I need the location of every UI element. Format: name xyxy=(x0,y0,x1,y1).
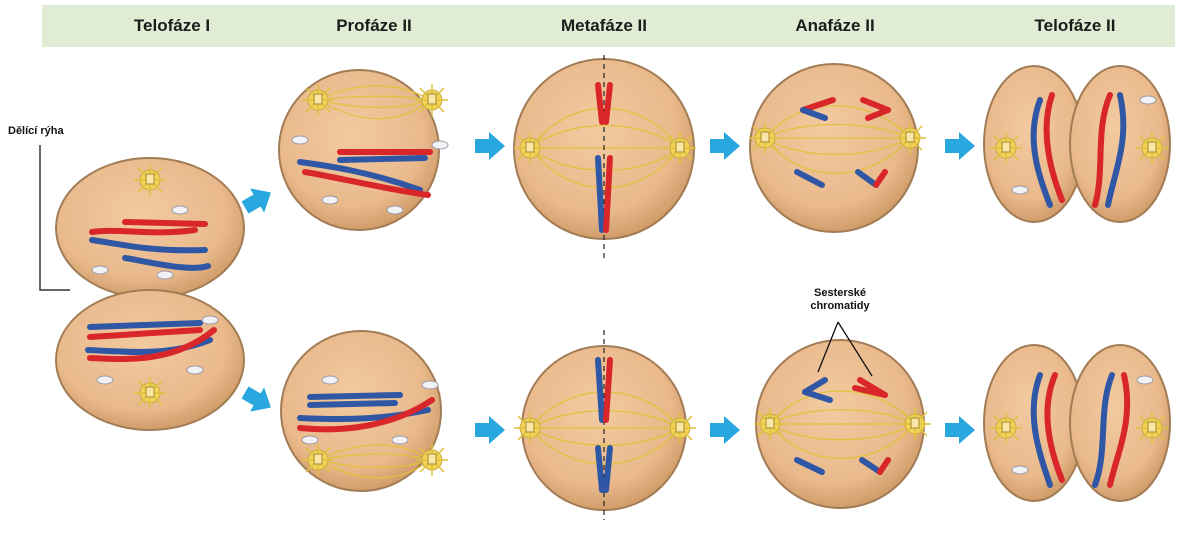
arrow-to-anaphase-upper xyxy=(710,132,740,160)
arrow-to-anaphase-lower xyxy=(710,416,740,444)
arrow-to-prophase-lower xyxy=(238,380,278,419)
sister-chromatids-label-line1: Sesterské xyxy=(795,287,885,300)
telophase-1-cell-group xyxy=(56,158,244,430)
arrow-to-telophase-lower xyxy=(945,416,975,444)
anaphase-2-cells xyxy=(749,64,931,508)
cleavage-furrow-label: Dělící rýha xyxy=(8,125,88,138)
telophase-2-cells xyxy=(984,66,1170,501)
metaphase-2-cells xyxy=(514,55,696,520)
arrow-to-metaphase-lower xyxy=(475,416,505,444)
arrow-to-prophase-upper xyxy=(238,180,278,219)
arrow-to-telophase-upper xyxy=(945,132,975,160)
sister-chromatids-label-line2: chromatidy xyxy=(795,300,885,313)
arrow-to-metaphase-upper xyxy=(475,132,505,160)
sister-chromatids-label: Sesterské chromatidy xyxy=(795,287,885,313)
prophase-2-cells xyxy=(279,70,448,491)
